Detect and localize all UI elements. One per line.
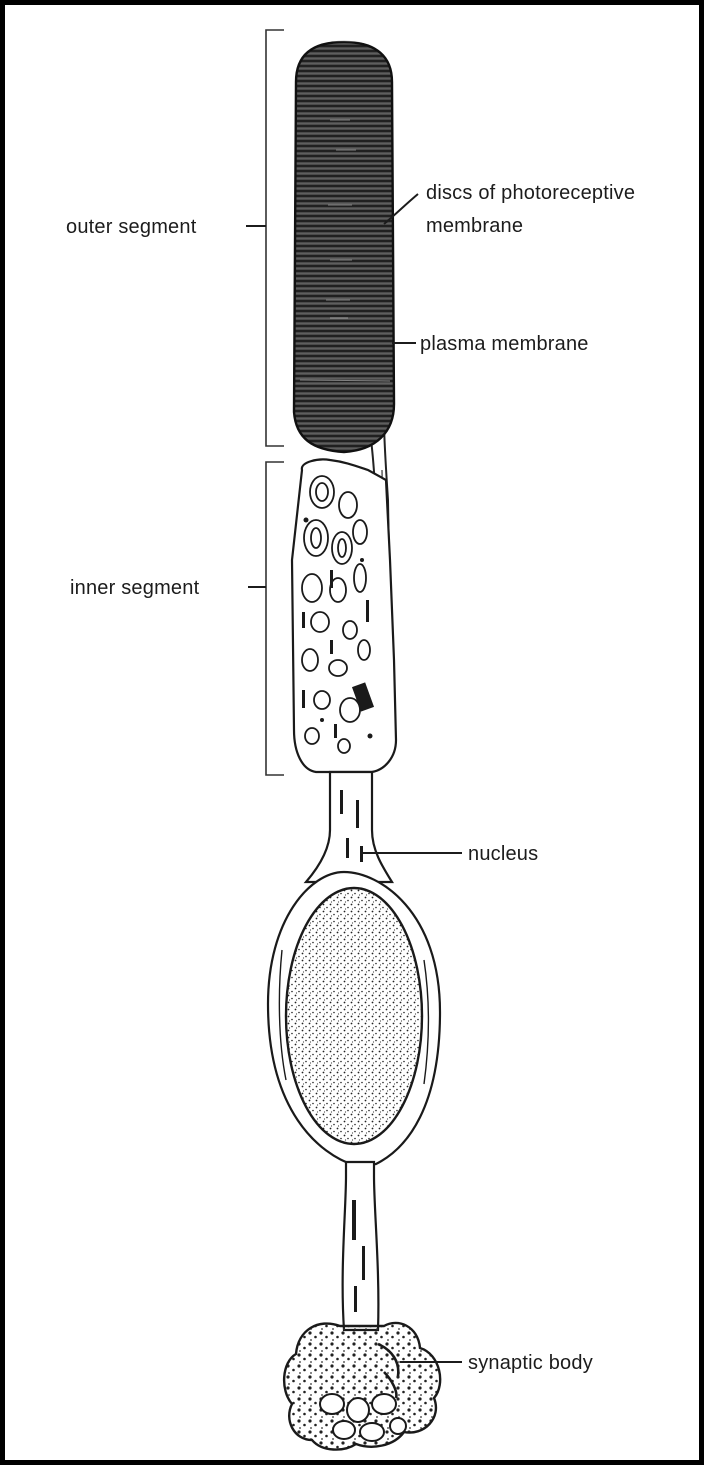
outer-segment-bracket (246, 30, 284, 446)
outer-segment (294, 42, 394, 452)
inner-segment-bracket (248, 462, 284, 775)
inner-fiber (306, 772, 392, 882)
rod-cell (268, 40, 440, 1450)
label-discs-line1: discs of photoreceptive (426, 182, 635, 204)
label-discs-line2: membrane (426, 215, 523, 237)
label-plasma-membrane: plasma membrane (420, 333, 589, 355)
label-synaptic-body: synaptic body (468, 1352, 593, 1374)
nucleus (286, 888, 422, 1144)
label-nucleus: nucleus (468, 843, 538, 865)
label-outer-segment: outer segment (66, 216, 197, 238)
inner-segment (292, 459, 396, 772)
axon-fiber (343, 1162, 379, 1330)
label-inner-segment: inner segment (70, 577, 200, 599)
